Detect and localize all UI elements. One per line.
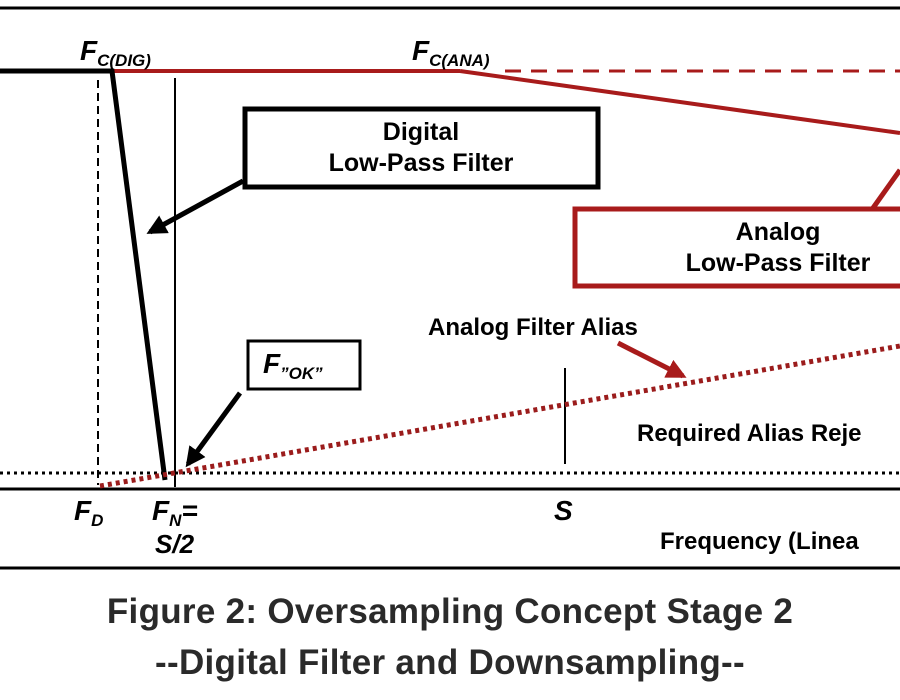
f-ok-box (246, 339, 362, 391)
fn-label: FN= (152, 495, 198, 530)
fc-ana-sub: C(ANA) (429, 51, 490, 70)
analog-alias-arrow (616, 340, 687, 379)
fc-ana-label: FC(ANA) (412, 35, 490, 70)
analog-filter-alias-label: Analog Filter Alias (428, 314, 638, 341)
frequency-axis-label: Frequency (Linea (660, 528, 859, 555)
analog-rolloff-line (459, 69, 900, 135)
fc-dig-label: FC(DIG) (80, 35, 151, 70)
fd-label: FD (74, 495, 103, 530)
fc-dig-main: F (80, 35, 98, 66)
digital-filter-box (242, 106, 601, 190)
figure-caption-line1: Figure 2: Oversampling Concept Stage 2 (106, 592, 794, 631)
digital-filter-label-line2: Low-Pass Filter (329, 149, 514, 177)
fn-line2-label: S/2 (155, 529, 195, 559)
figure-caption-line2: --Digital Filter and Downsampling-- (155, 643, 745, 682)
fn-sub: N (169, 511, 182, 530)
s-label: S (554, 495, 573, 526)
digital-filter-curve (0, 68, 168, 481)
oversampling-diagram: Digital Low-Pass Filter Analog Low-Pass … (0, 6, 900, 570)
required-alias-label: Required Alias Reje (637, 420, 862, 447)
analog-alias-line (99, 343, 900, 489)
analog-filter-label-line2: Low-Pass Filter (686, 249, 871, 277)
f-ok-arrow (185, 391, 243, 468)
analog-filter-label-line1: Analog (736, 218, 821, 246)
fn-main: F (152, 495, 170, 526)
fd-main: F (74, 495, 92, 526)
analog-filter-connector (870, 168, 900, 210)
fc-dig-sub: C(DIG) (97, 51, 151, 70)
f-ok-sub: ”OK” (280, 364, 323, 383)
analog-filter-box (572, 206, 900, 289)
fn-eq: = (181, 495, 197, 526)
fd-sub: D (91, 511, 103, 530)
f-ok-label: F”OK” (263, 348, 323, 383)
fc-ana-main: F (412, 35, 430, 66)
f-ok-main: F (263, 348, 281, 379)
digital-filter-label-line1: Digital (383, 118, 459, 146)
digital-filter-arrow (146, 178, 245, 235)
